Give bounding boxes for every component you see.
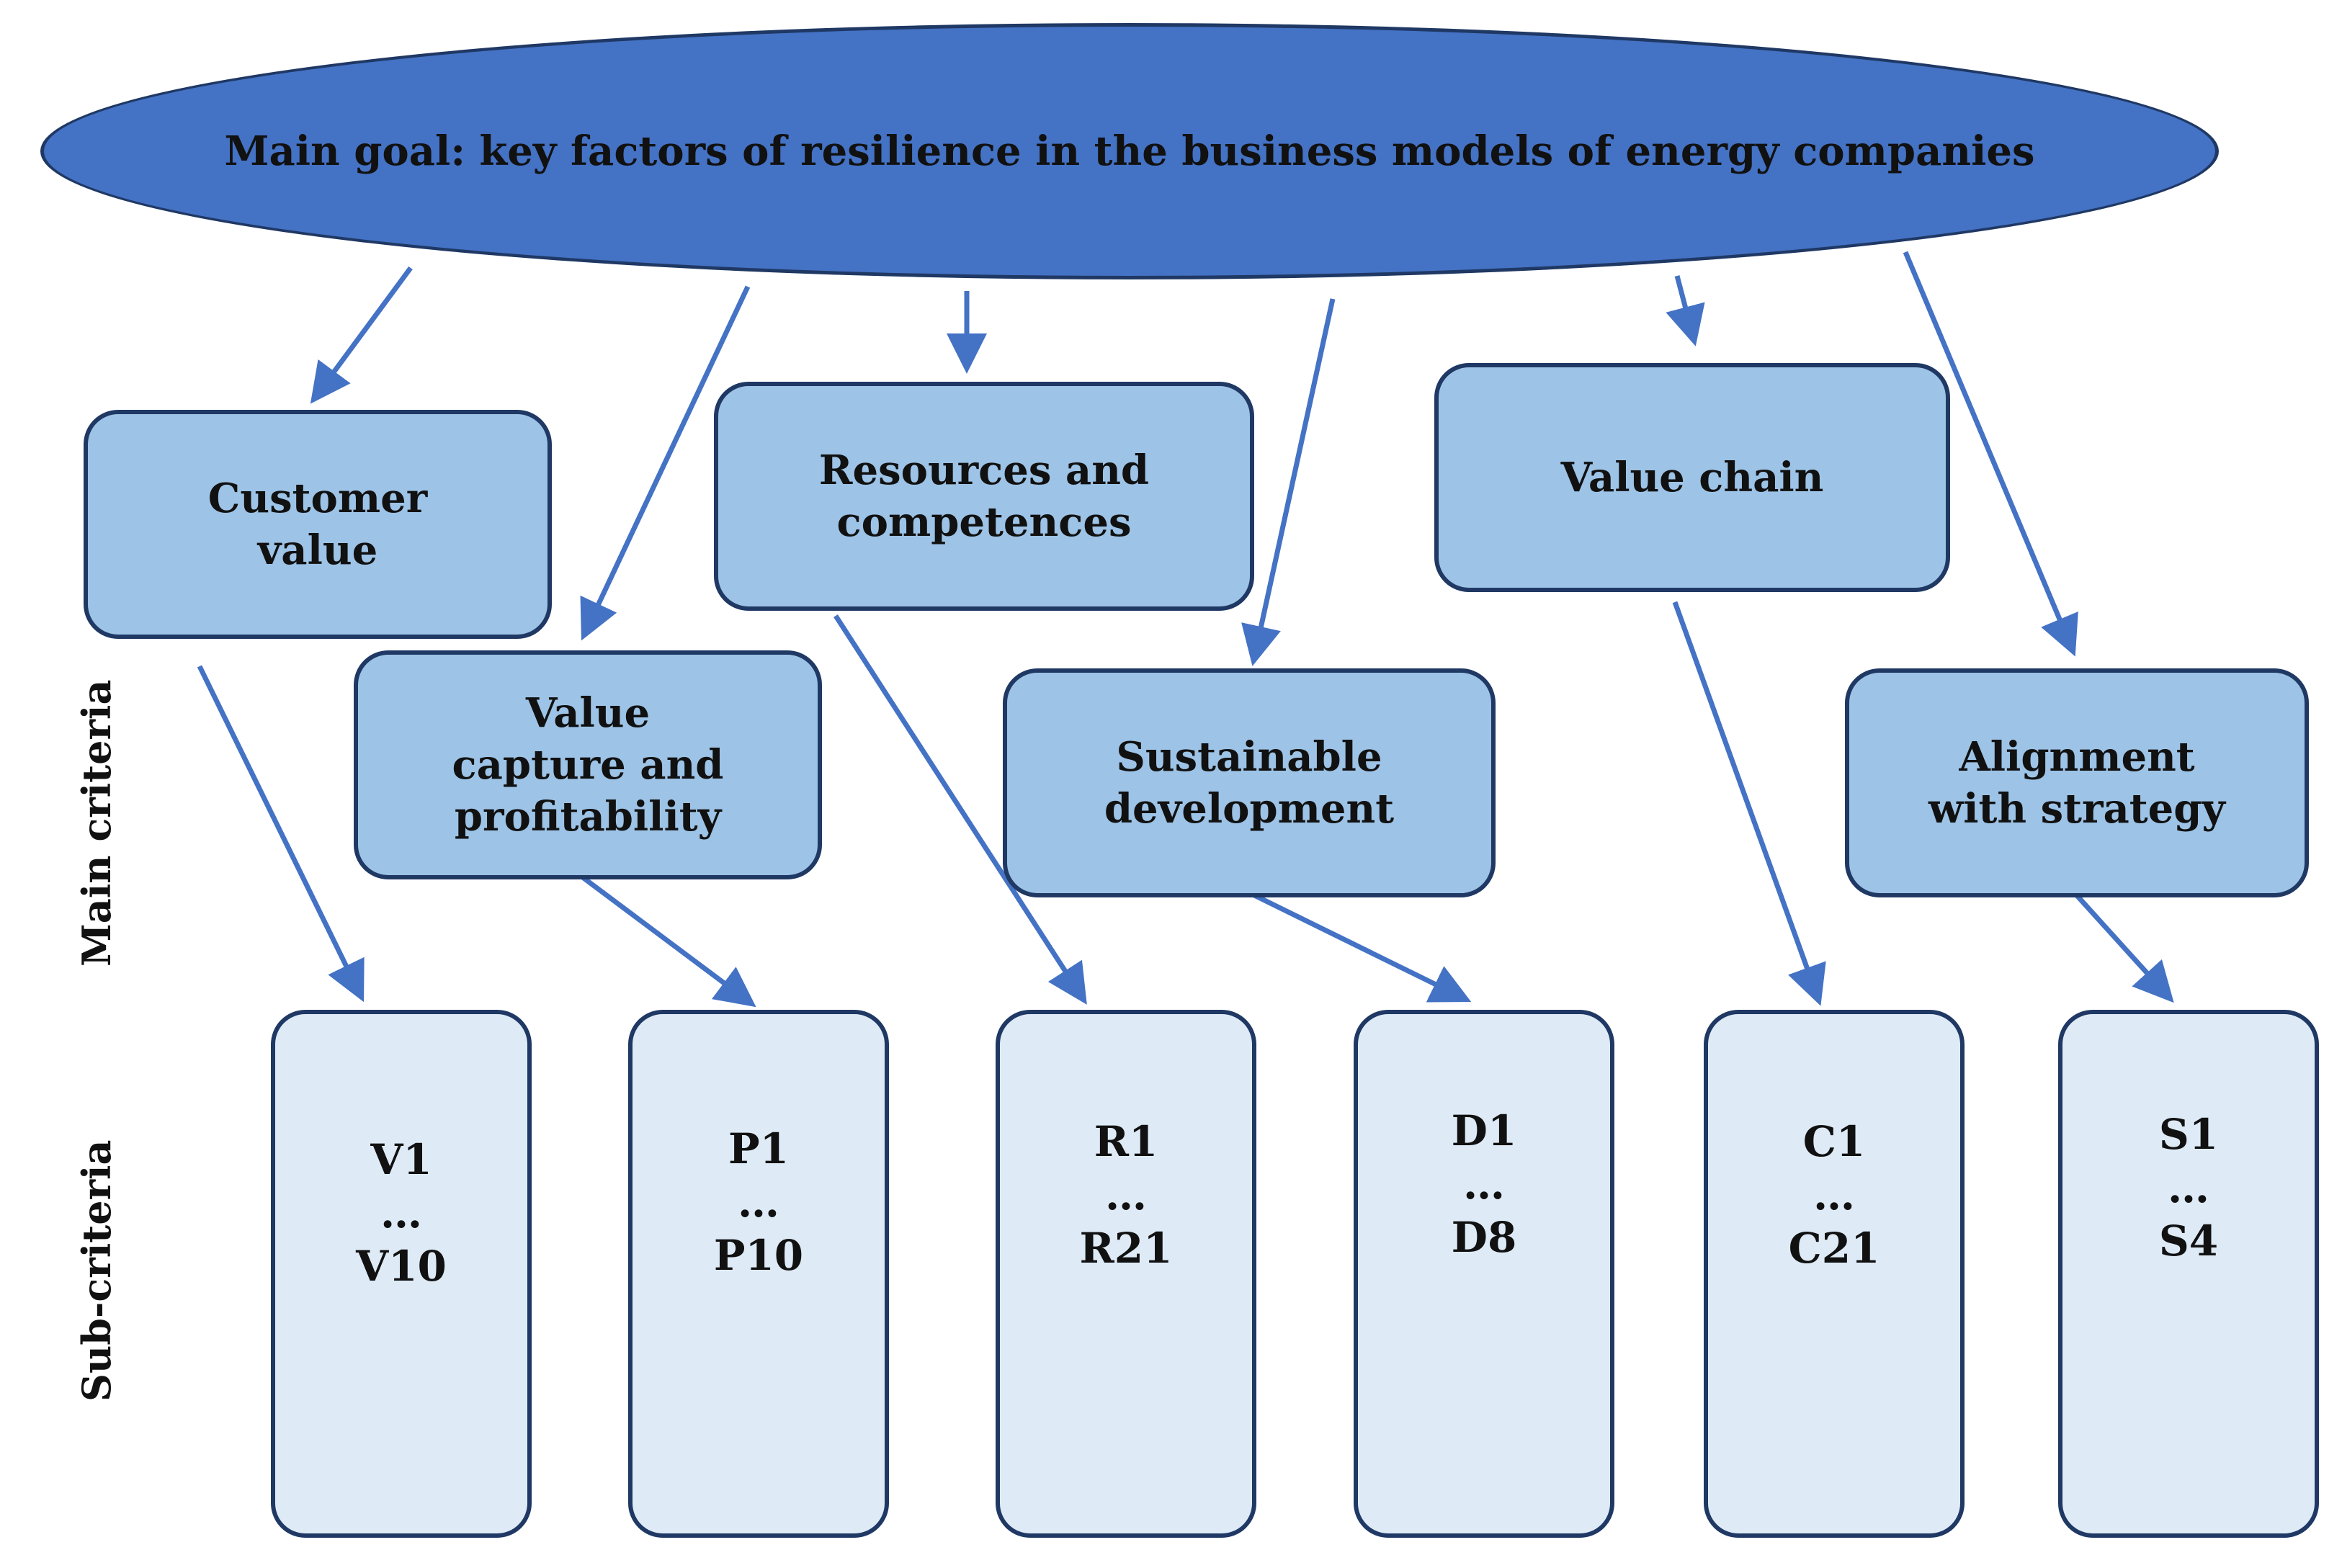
subcriteria-s: S1 … S4 [2058, 1010, 2319, 1538]
subcriteria-last: V10 [356, 1242, 447, 1291]
main-criteria-label: Main criteria [73, 679, 120, 967]
arrow-sustainable-to-d [1248, 890, 1472, 1003]
criterion-label-line: Customer [207, 475, 428, 522]
criterion-alignment: Alignment with strategy [1845, 668, 2309, 897]
criterion-value-chain: Value chain [1434, 363, 1950, 592]
arrow-value-chain-to-c [1672, 601, 1826, 1006]
criterion-customer-value: Customer value [84, 410, 552, 639]
subcriteria-last: C21 [1788, 1224, 1880, 1273]
subcriteria-first: C1 [1802, 1117, 1866, 1166]
subcriteria-ellipsis: … [380, 1188, 422, 1237]
arrow-goal-to-sustainable [1241, 298, 1336, 666]
criterion-sustainable-label: Sustainable development [1104, 731, 1394, 835]
subcriteria-first: D1 [1451, 1106, 1517, 1155]
arrow-goal-to-customer-value [310, 266, 413, 404]
criterion-sustainable: Sustainable development [1003, 668, 1496, 897]
criterion-label-line: Value chain [1560, 454, 1824, 501]
main-goal-ellipse: Main goal: key factors of resilience in … [40, 23, 2219, 279]
arrow-alignment-to-s [2073, 891, 2174, 1003]
criterion-label-line: with strategy [1928, 785, 2225, 833]
subcriteria-c: C1 … C21 [1704, 1010, 1965, 1538]
subcriteria-first: S1 [2158, 1110, 2219, 1159]
criterion-value-capture: Value capture and profitability [354, 650, 822, 879]
subcriteria-last: S4 [2158, 1217, 2219, 1265]
subcriteria-ellipsis: … [1813, 1170, 1855, 1219]
arrow-goal-to-alignment [1903, 251, 2078, 657]
criterion-value-capture-label: Value capture and profitability [452, 687, 724, 843]
criterion-alignment-label: Alignment with strategy [1928, 731, 2225, 835]
criterion-label-line: value [257, 527, 378, 574]
subcriteria-ellipsis: … [2168, 1163, 2209, 1212]
criterion-label-line: capture and [452, 741, 724, 789]
arrow-resources-to-r [833, 614, 1087, 1005]
subcriteria-first: P1 [728, 1124, 789, 1173]
arrow-value-capture-to-p [573, 869, 756, 1008]
subcriteria-last: P10 [713, 1231, 804, 1280]
criterion-resources-label: Resources and competences [819, 444, 1149, 548]
sub-criteria-label: Sub-criteria [73, 1139, 120, 1402]
main-goal-text: Main goal: key factors of resilience in … [224, 127, 2035, 175]
subcriteria-p: P1 … P10 [628, 1010, 889, 1538]
criterion-label-line: Resources and [818, 447, 1150, 494]
arrow-goal-to-value-capture [580, 285, 751, 641]
subcriteria-ellipsis: … [1463, 1160, 1505, 1209]
subcriteria-last: D8 [1451, 1213, 1517, 1262]
criterion-label-line: profitability [454, 793, 722, 841]
criterion-customer-value-label: Customer value [208, 472, 427, 576]
subcriteria-ellipsis: … [1104, 1170, 1147, 1219]
criterion-resources: Resources and competences [714, 382, 1254, 611]
arrow-customer-value-to-v [197, 665, 365, 1003]
criterion-label-line: Sustainable [1116, 733, 1382, 781]
criterion-label-line: Value [525, 689, 651, 737]
criterion-label-line: competences [836, 498, 1132, 546]
criterion-value-chain-label: Value chain [1561, 452, 1824, 503]
criterion-label-line: Alignment [1959, 733, 2195, 781]
subcriteria-d: D1 … D8 [1354, 1010, 1614, 1538]
criterion-label-line: development [1104, 785, 1395, 833]
subcriteria-ellipsis: … [737, 1178, 779, 1227]
subcriteria-r: R1 … R21 [996, 1010, 1256, 1538]
subcriteria-first: V1 [370, 1135, 432, 1184]
subcriteria-first: R1 [1094, 1117, 1158, 1166]
arrow-goal-to-value-chain [1666, 275, 1705, 346]
subcriteria-v: V1 … V10 [271, 1010, 532, 1538]
subcriteria-last: R21 [1079, 1224, 1173, 1273]
